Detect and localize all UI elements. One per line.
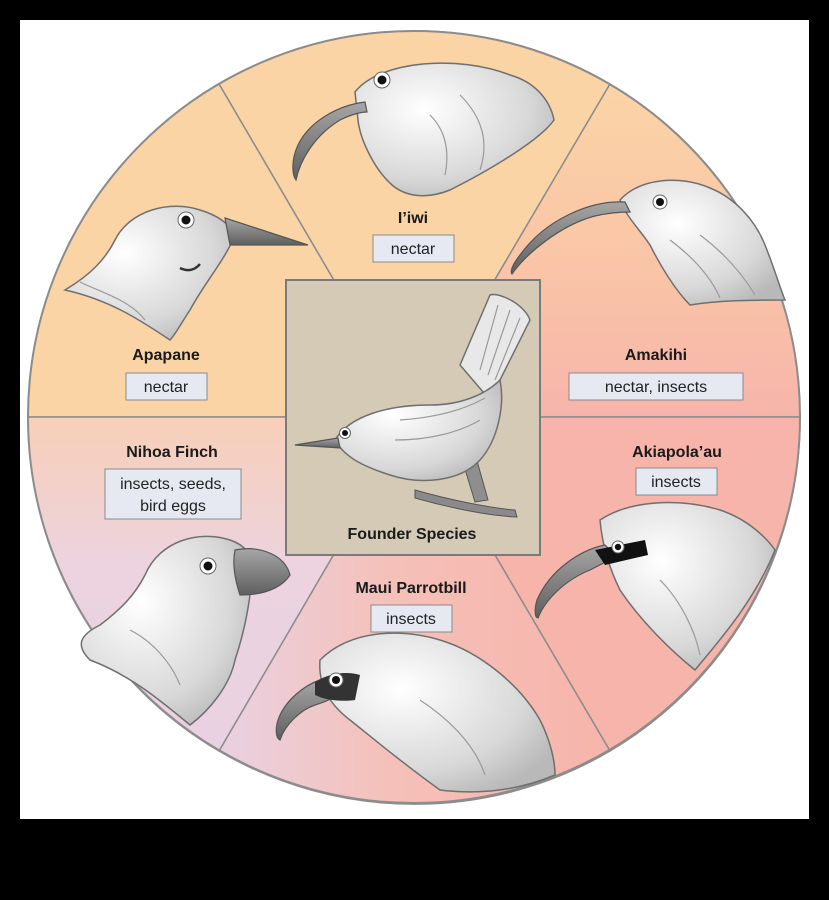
amakihi-name-label: Amakihi	[625, 347, 687, 364]
founder-species-panel: Founder Species	[285, 279, 541, 556]
maui-parrotbill-bird-illustration	[275, 632, 556, 793]
amakihi-diet-text: nectar, insects	[605, 379, 707, 396]
amakihi-diet-box: nectar, insects	[568, 372, 744, 401]
akiapolaau-bird-illustration	[534, 501, 776, 672]
akiapolaau-diet-text: insects	[651, 474, 701, 491]
akiapolaau-diet-box: insects	[635, 467, 718, 496]
founder-species-label: Founder Species	[348, 526, 477, 543]
nihoa-finch-diet-text-line2: bird eggs	[140, 498, 206, 515]
akiapolaau-name-label: Akiapola’au	[632, 444, 722, 461]
iiwi-bird-illustration	[292, 62, 555, 197]
apapane-name-label: Apapane	[132, 347, 200, 364]
maui-parrotbill-diet-box: insects	[370, 604, 453, 633]
iiwi-diet-box: nectar	[372, 234, 455, 263]
apapane-bird-illustration	[63, 205, 309, 341]
outer-ring	[27, 30, 801, 804]
amakihi-bird-illustration	[510, 179, 787, 306]
apapane-diet-text: nectar	[144, 379, 189, 396]
founder-bird-illustration	[294, 293, 531, 518]
apapane-diet-box: nectar	[125, 372, 208, 401]
maui-parrotbill-name-label: Maui Parrotbill	[355, 580, 466, 597]
diagram-canvas: Founder Species I’iwi Apapane Amakihi Ni…	[20, 20, 809, 819]
nihoa-finch-diet-box: insects, seeds, bird eggs	[104, 468, 242, 520]
nihoa-finch-name-label: Nihoa Finch	[126, 444, 218, 461]
diagram-svg: Founder Species I’iwi Apapane Amakihi Ni…	[27, 30, 801, 805]
iiwi-name-label: I’iwi	[398, 210, 428, 227]
iiwi-diet-text: nectar	[391, 241, 436, 258]
nihoa-finch-diet-text-line1: insects, seeds,	[120, 476, 226, 493]
nihoa-finch-bird-illustration	[80, 535, 291, 726]
maui-parrotbill-diet-text: insects	[386, 611, 436, 628]
